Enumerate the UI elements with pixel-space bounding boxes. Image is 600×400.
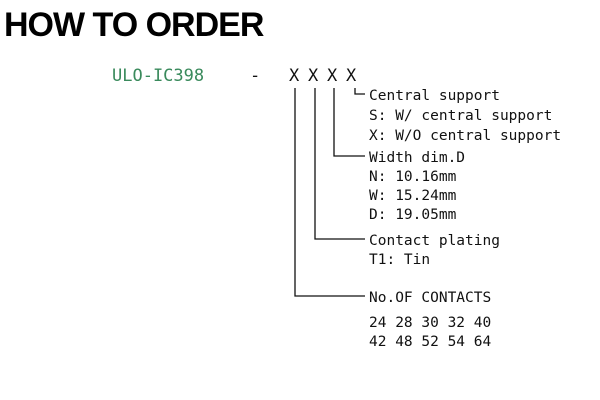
option-choice: S: W/ central support [369, 108, 552, 124]
option-heading-contacts: No.OF CONTACTS [369, 290, 491, 306]
option-choice: N: 10.16mm [369, 169, 457, 185]
code-position-4: X [346, 66, 357, 86]
code-position-1: X [289, 66, 300, 86]
part-prefix: ULO-IC398 [112, 66, 204, 86]
leader-line-central-support [354, 88, 365, 95]
option-choice: 24 28 30 32 40 [369, 315, 491, 331]
option-choice: T1: Tin [369, 252, 430, 268]
option-choice: W: 15.24mm [369, 188, 457, 204]
leader-line-plating [314, 88, 365, 240]
page-title: HOW TO ORDER [4, 6, 264, 44]
leader-line-contacts [294, 88, 365, 297]
option-heading-central-support: Central support [369, 88, 500, 104]
leader-line-width [333, 88, 365, 157]
option-choice: 42 48 52 54 64 [369, 334, 491, 350]
option-choice: X: W/O central support [369, 128, 561, 144]
part-separator: - [250, 66, 260, 86]
option-heading-width: Width dim.D [369, 150, 465, 166]
option-heading-plating: Contact plating [369, 233, 500, 249]
code-position-3: X [327, 66, 338, 86]
code-position-2: X [308, 66, 319, 86]
option-choice: D: 19.05mm [369, 207, 457, 223]
